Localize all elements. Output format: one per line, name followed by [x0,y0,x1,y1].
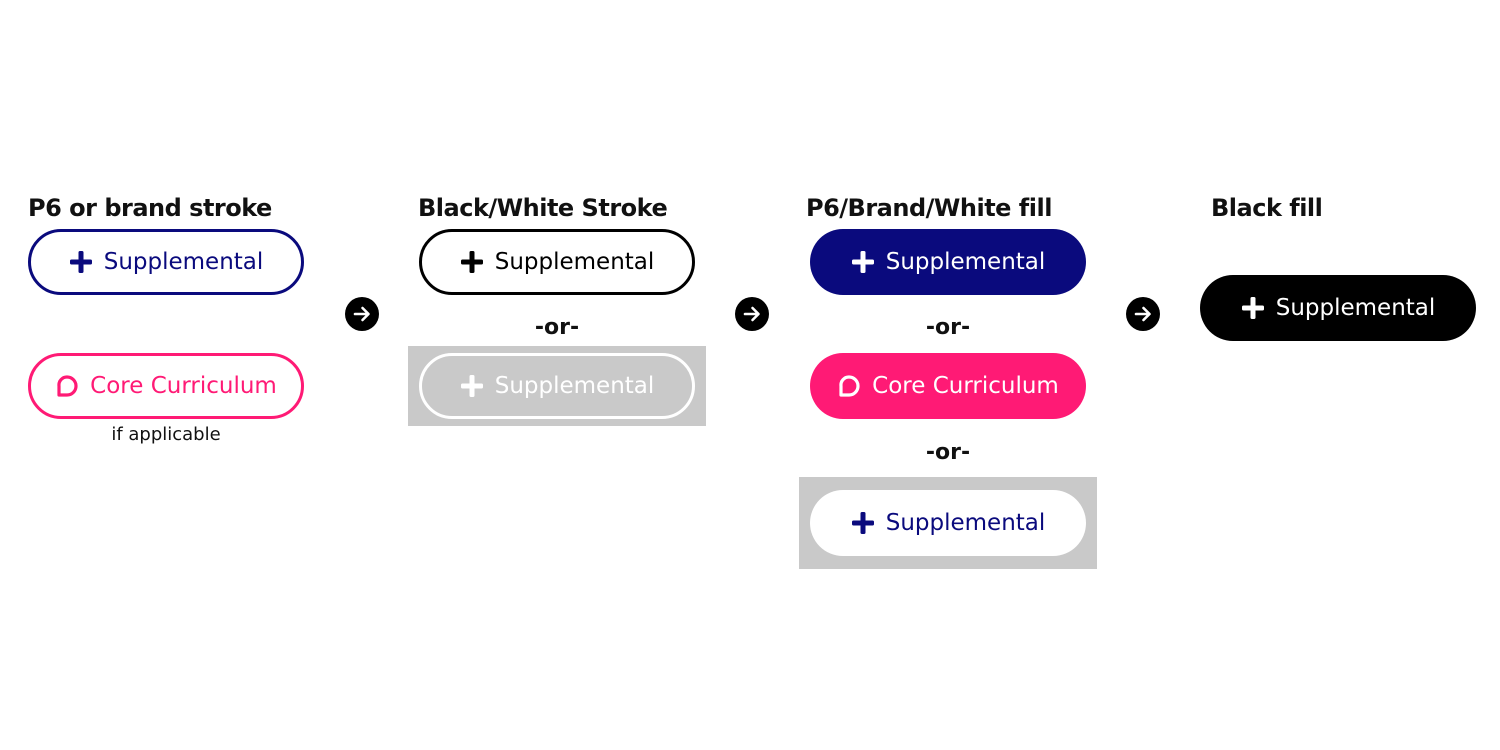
plus-icon [1241,296,1265,320]
button-label: Supplemental [103,249,264,275]
or-separator: -or- [534,315,580,340]
button-label: Supplemental [885,510,1046,536]
supplemental-button-white-stroke[interactable]: Supplemental [419,353,695,419]
speech-bubble-icon [837,374,861,398]
core-curriculum-button-brand-stroke[interactable]: Core Curriculum [28,353,304,419]
plus-icon [460,250,484,274]
button-label: Core Curriculum [90,373,277,399]
button-label: Supplemental [885,249,1046,275]
plus-icon [69,250,93,274]
if-applicable-note: if applicable [111,424,221,445]
supplemental-button-white-fill[interactable]: Supplemental [810,490,1086,556]
button-label: Supplemental [1275,295,1436,321]
button-label: Core Curriculum [872,373,1059,399]
supplemental-button-p6-fill[interactable]: Supplemental [810,229,1086,295]
gray-backdrop-panel [408,346,706,426]
column-title-p6-brand-white-fill: P6/Brand/White fill [806,194,1052,222]
arrow-right-icon [345,297,379,331]
arrow-right-icon [1126,297,1160,331]
column-title-black-white-stroke: Black/White Stroke [418,194,668,222]
supplemental-button-black-stroke[interactable]: Supplemental [419,229,695,295]
column-title-black-fill: Black fill [1211,194,1323,222]
core-curriculum-button-brand-fill[interactable]: Core Curriculum [810,353,1086,419]
plus-icon [851,250,875,274]
supplemental-button-p6-stroke[interactable]: Supplemental [28,229,304,295]
button-label: Supplemental [494,373,655,399]
or-separator: -or- [925,440,971,465]
column-title-p6-brand-stroke: P6 or brand stroke [28,194,272,222]
arrow-right-icon [735,297,769,331]
button-label: Supplemental [494,249,655,275]
plus-icon [851,511,875,535]
plus-icon [460,374,484,398]
or-separator: -or- [925,315,971,340]
supplemental-button-black-fill[interactable]: Supplemental [1200,275,1476,341]
speech-bubble-icon [55,374,79,398]
